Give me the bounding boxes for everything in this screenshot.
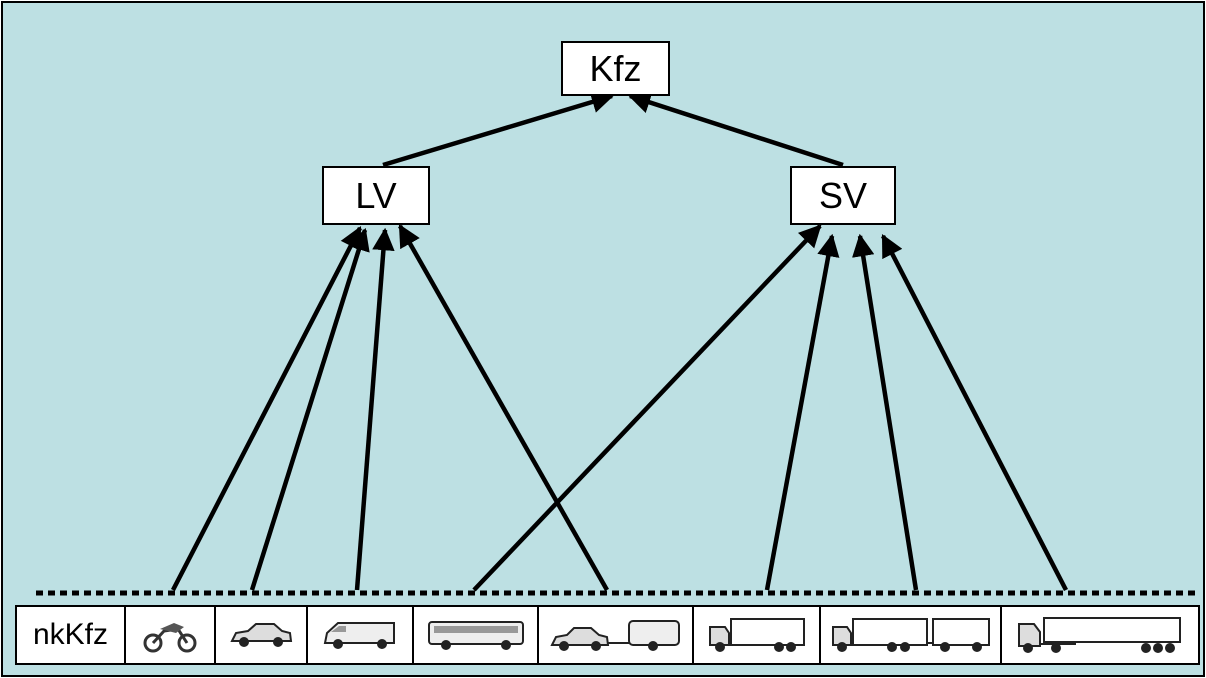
car-with-trailer-icon [549, 620, 680, 651]
node-kfz: Kfz [561, 41, 670, 96]
motorcycle-icon [143, 623, 197, 653]
vehicle-cell-motorcycle [124, 605, 216, 665]
edge-car-to-lv [249, 227, 370, 591]
edge-truck-with-trailer-to-sv [852, 233, 919, 591]
node-lv: LV [322, 166, 430, 225]
edge-car-with-trailer-to-lv [398, 224, 609, 592]
vehicle-cell-van [306, 605, 414, 665]
bus-icon [427, 621, 524, 650]
edge-bus-to-sv [472, 224, 822, 592]
edge-van-to-lv [354, 227, 395, 591]
label-nkkfz: nkKfz [15, 605, 126, 665]
semi-trailer-truck-icon [1018, 617, 1181, 653]
truck-icon [708, 618, 805, 652]
van-icon [323, 622, 395, 649]
vehicle-cell-car [214, 605, 308, 665]
edge-truck-to-sv [764, 233, 840, 591]
vehicle-cell-car-with-trailer [537, 605, 694, 665]
car-icon [230, 623, 293, 647]
edge-motorcycle-to-lv [171, 226, 362, 592]
vehicle-cell-semi-trailer-truck [1000, 605, 1200, 665]
vehicle-cell-bus [412, 605, 539, 665]
edge-lv-to-kfz [382, 91, 615, 168]
edge-sv-to-kfz [627, 91, 844, 168]
edge-semi-trailer-truck-to-sv [881, 234, 1068, 592]
node-sv: SV [790, 166, 896, 225]
vehicle-cell-truck-with-trailer [819, 605, 1002, 665]
truck-with-trailer-icon [831, 618, 990, 652]
vehicle-cell-truck [692, 605, 821, 665]
